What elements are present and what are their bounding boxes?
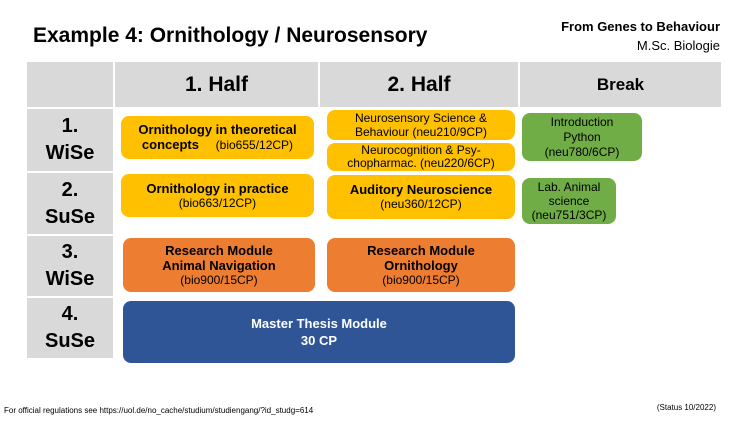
semester-number: 3. [61, 241, 79, 263]
semester-row-1: 1. WiSe [27, 109, 113, 171]
module-code: (bio900/15CP) [180, 272, 258, 287]
module-ornithology-practice: Ornithology in practice (bio663/12CP) [121, 174, 314, 217]
module-code: (bio655/12CP) [215, 138, 294, 152]
module-line: Neurocognition & Psy- [361, 143, 481, 157]
module-master-thesis: Master Thesis Module 30 CP [123, 301, 515, 363]
semester-number: 4. [61, 303, 79, 325]
module-code: (neu360/12CP) [380, 197, 462, 211]
module-line: science [548, 194, 590, 208]
header-break: Break [520, 62, 721, 107]
semester-number: 2. [61, 178, 79, 201]
module-intro-python: Introduction Python (neu780/6CP) [522, 113, 642, 161]
semester-term: SuSe [44, 205, 96, 228]
module-line: Neurosensory Science & [354, 111, 488, 125]
header-second-half: 2. Half [320, 62, 518, 107]
module-credits: 30 CP [300, 333, 338, 348]
module-title: Animal Navigation [162, 257, 276, 273]
module-code: (neu780/6CP) [544, 144, 620, 159]
module-line: Introduction [550, 114, 614, 129]
degree-name: M.Sc. Biologie [636, 38, 720, 53]
status-date: (Status 10/2022) [656, 403, 716, 412]
module-research-ornithology: Research Module Ornithology (bio900/15CP… [327, 238, 515, 292]
module-title-cont: concepts (bio655/12CP) [142, 137, 293, 153]
module-title: Auditory Neuroscience [349, 182, 493, 197]
semester-row-2: 2. SuSe [27, 173, 113, 234]
module-lab-animal-science: Lab. Animal science (neu751/3CP) [522, 178, 616, 224]
module-title: Ornithology [384, 257, 458, 273]
header-corner-cell [27, 62, 113, 107]
module-line: Python [563, 129, 601, 144]
module-code: (bio900/15CP) [382, 272, 460, 287]
semester-term: SuSe [44, 330, 96, 352]
module-neurosensory: Neurosensory Science & Behaviour (neu210… [327, 110, 515, 140]
semester-row-3: 3. WiSe [27, 236, 113, 296]
module-line: Behaviour (neu210/9CP) [354, 125, 488, 139]
module-title: Ornithology in practice [146, 180, 289, 196]
regulations-footnote: For official regulations see https://uol… [4, 406, 314, 415]
module-line: Lab. Animal [537, 180, 601, 194]
module-auditory-neuroscience: Auditory Neuroscience (neu360/12CP) [327, 175, 515, 219]
module-title-part: concepts [141, 137, 199, 152]
module-code: (bio663/12CP) [178, 195, 257, 210]
module-ornithology-theory: Ornithology in theoretical concepts (bio… [121, 116, 314, 159]
semester-number: 1. [61, 115, 79, 137]
semester-term: WiSe [45, 142, 95, 164]
program-name: From Genes to Behaviour [561, 19, 720, 34]
header-first-half: 1. Half [115, 62, 318, 107]
module-title: Ornithology in theoretical [138, 122, 297, 137]
module-title: Research Module [367, 242, 475, 258]
module-code: (neu751/3CP) [531, 208, 607, 222]
semester-row-4: 4. SuSe [27, 298, 113, 358]
module-title: Research Module [165, 242, 273, 258]
module-title: Master Thesis Module [251, 316, 387, 331]
module-line: chopharmac. (neu220/6CP) [347, 156, 495, 170]
program-subtitle: From Genes to Behaviour M.Sc. Biologie [561, 17, 720, 55]
module-neurocognition: Neurocognition & Psy- chopharmac. (neu22… [327, 143, 515, 171]
page-title: Example 4: Ornithology / Neurosensory [33, 24, 428, 47]
semester-term: WiSe [45, 268, 95, 290]
module-research-animal-navigation: Research Module Animal Navigation (bio90… [123, 238, 315, 292]
